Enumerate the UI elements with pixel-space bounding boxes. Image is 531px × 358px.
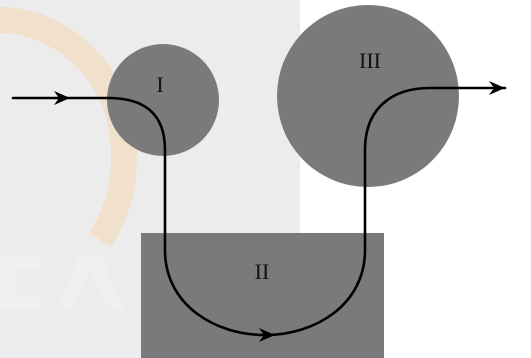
region-iii-circle [277,5,459,187]
region-i-label: I [156,72,163,97]
region-i-circle [107,44,219,156]
region-iii-label: III [359,48,381,73]
middle-arrow-icon [259,328,275,342]
watermark-letters [0,255,125,310]
region-ii-label: II [255,259,270,284]
entry-arrow-icon [54,91,70,105]
exit-arrow-icon [489,81,505,95]
